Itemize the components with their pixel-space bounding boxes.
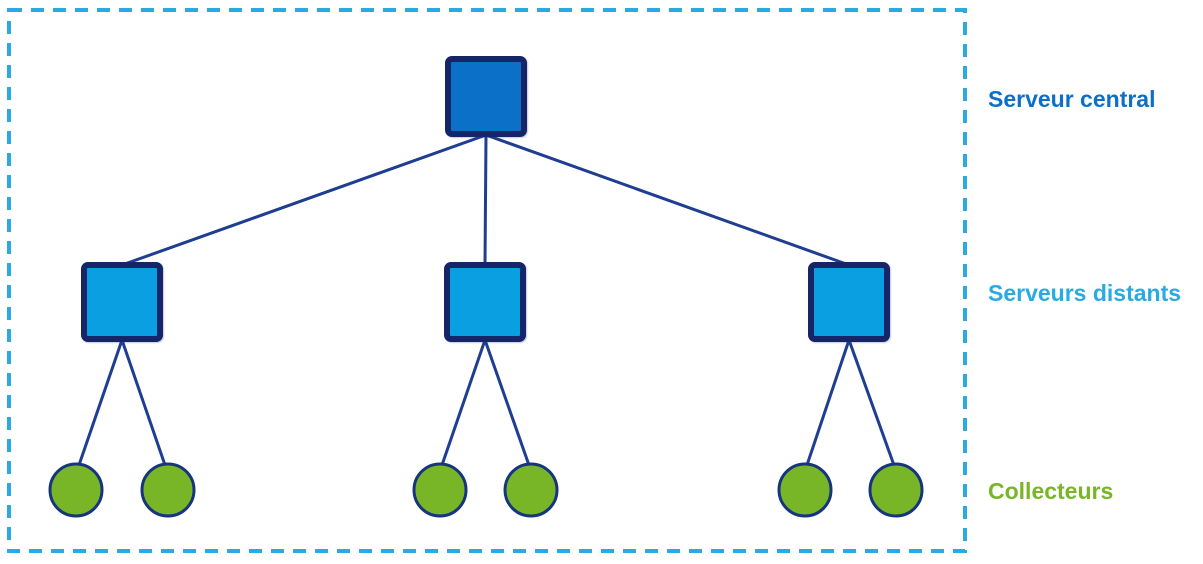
tier-label-collectors: Collecteurs [988,478,1114,504]
connector-line [439,339,487,469]
connector-line [121,133,487,267]
connector-lines-central-to-remote [121,133,850,267]
collector-node [140,462,196,518]
remote-server-node [808,262,890,342]
connector-line [120,339,168,469]
tier-label-remote-servers: Serveurs distants [988,280,1182,306]
connector-line [804,339,851,469]
connector-lines-remote-to-collectors [76,339,897,469]
central-server-node [445,56,527,137]
collector-node [412,462,468,518]
connector-line [483,339,532,469]
connector-line [483,134,488,266]
collector-node [48,462,104,518]
collector-node [777,462,833,518]
collector-node [503,462,559,518]
connector-line [76,339,124,469]
collector-node [868,462,924,518]
remote-server-node [444,262,526,342]
connector-line [847,339,897,469]
tier-label-central-server: Serveur central [988,86,1156,112]
connector-line [485,133,850,267]
remote-server-node [81,262,163,342]
